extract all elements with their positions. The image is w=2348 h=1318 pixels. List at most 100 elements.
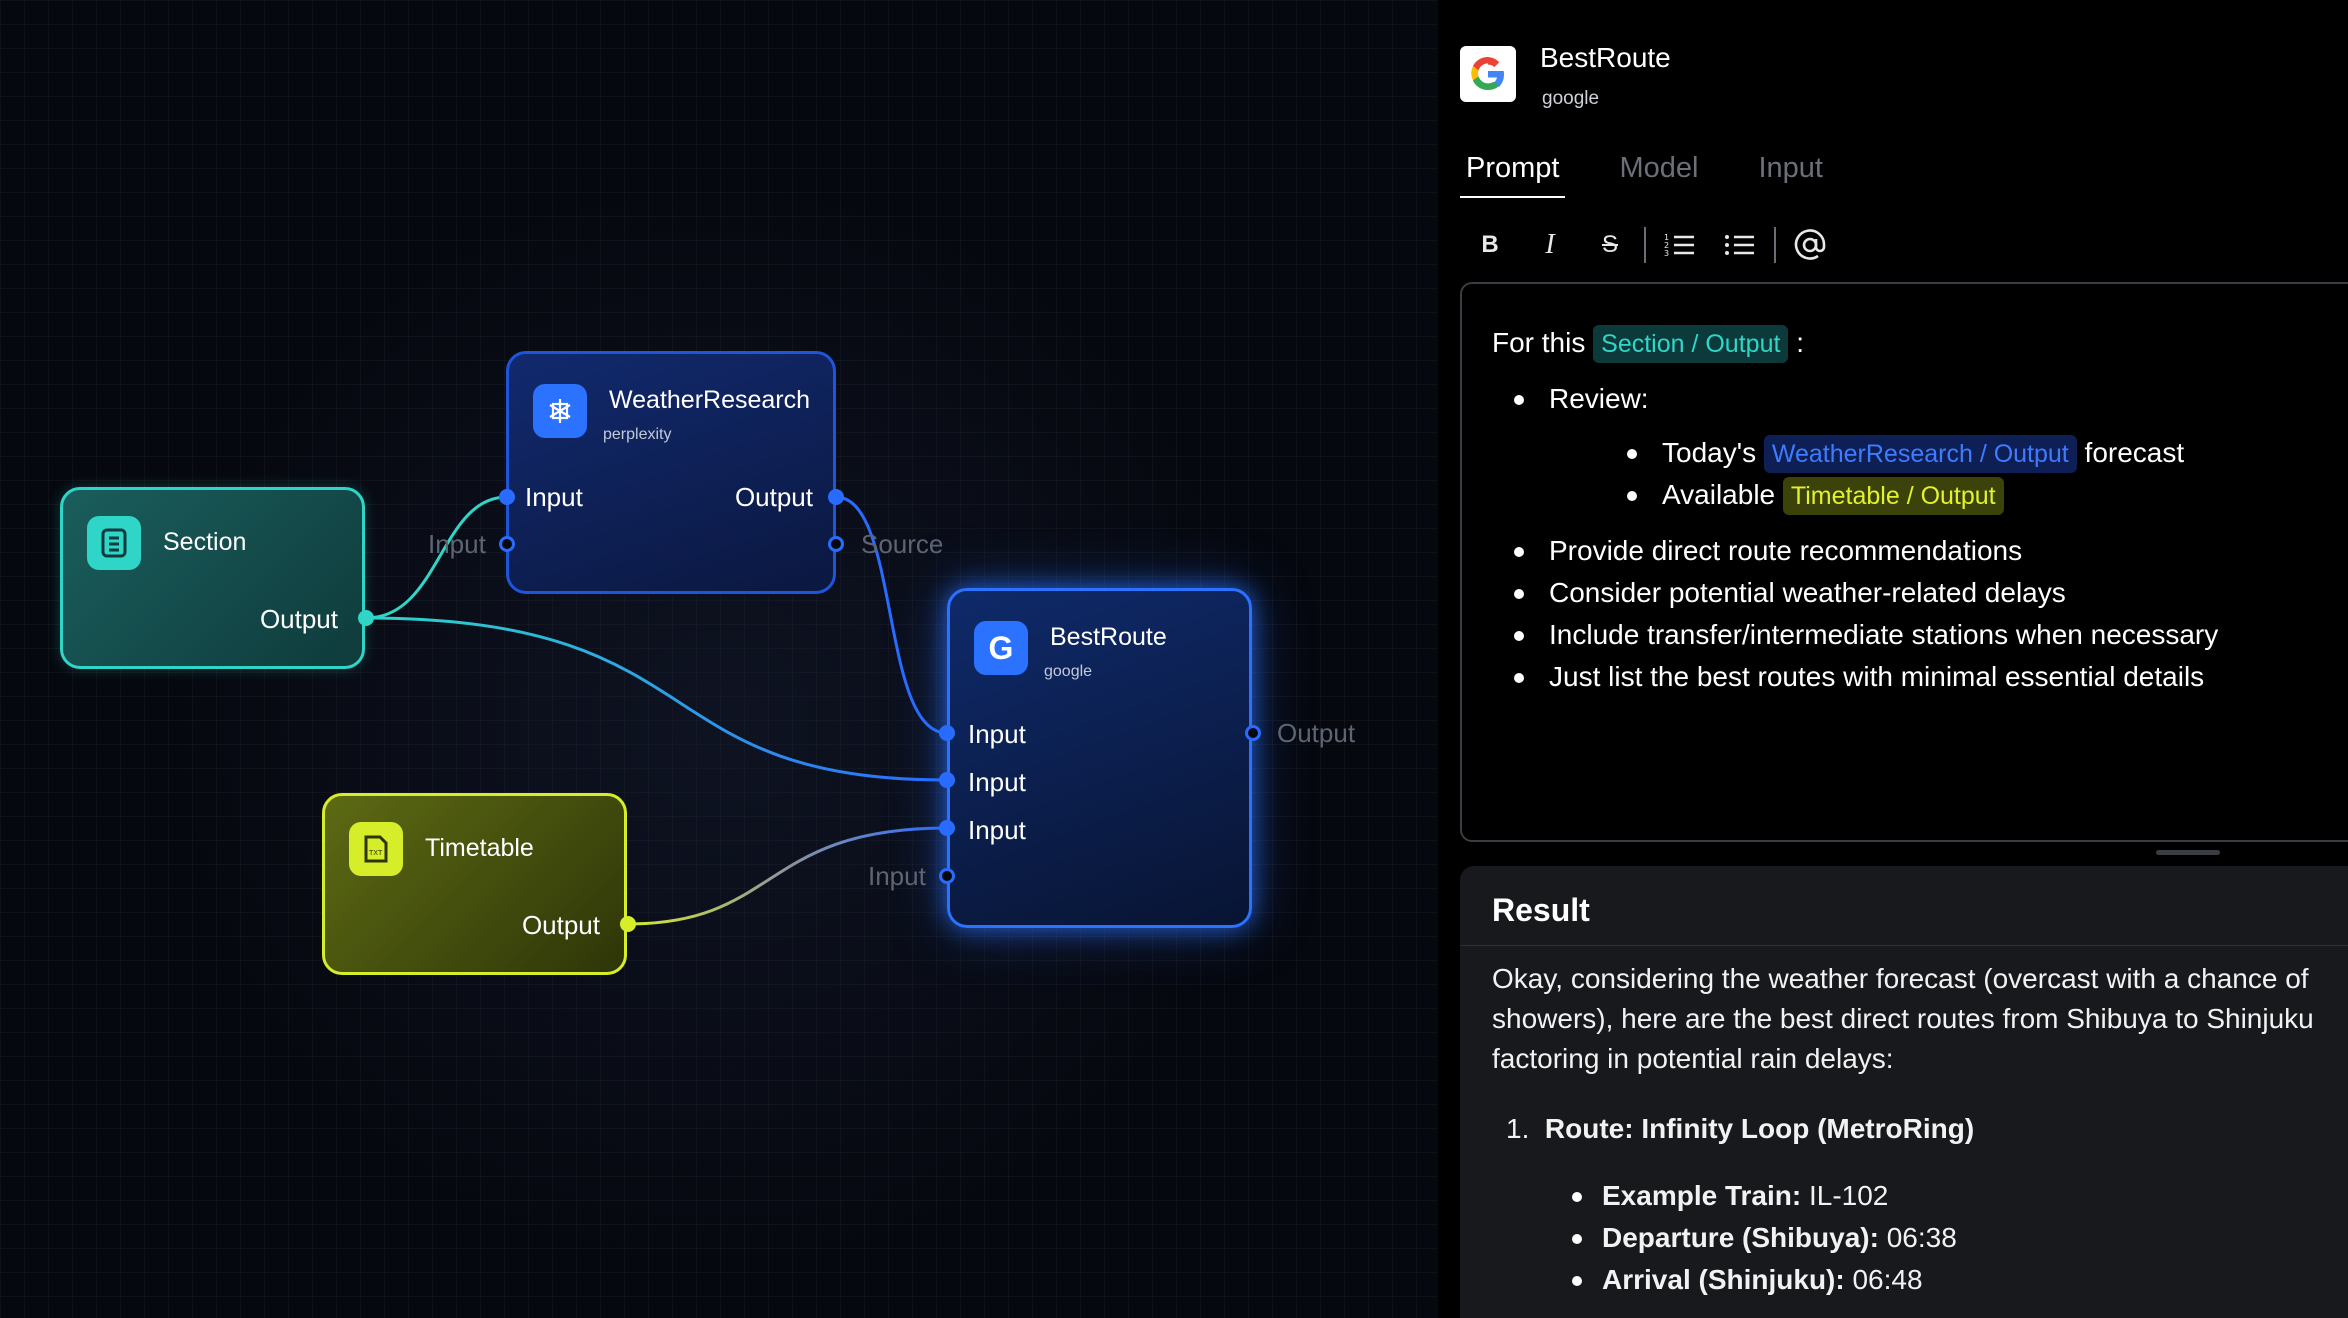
node-best-route[interactable]: G BestRoute google Input Input Input	[947, 588, 1252, 928]
port-label-output: Output	[734, 482, 813, 512]
list-item: Departure (Shibuya): 06:38	[1492, 1217, 2348, 1259]
port-label-input-dim: Input	[868, 861, 926, 891]
bullet-list-icon	[1725, 235, 1754, 255]
node-title: BestRoute	[1050, 623, 1167, 651]
result-heading: Result	[1460, 866, 2348, 946]
prompt-intro-text: For this	[1492, 327, 1586, 358]
port-label-input: Input	[968, 815, 1026, 845]
panel-title: BestRoute	[1540, 42, 1671, 73]
port-label-input-dim: Input	[428, 529, 486, 559]
svg-text:1: 1	[1664, 233, 1669, 242]
weather-source-port[interactable]	[828, 536, 844, 552]
prompt-intro-suffix: :	[1796, 327, 1804, 358]
list-item: Available Timetable / Output	[1549, 474, 2328, 516]
list-item: Provide direct route recommendations	[1492, 530, 2328, 572]
tab-input[interactable]: Input	[1758, 152, 1823, 184]
svg-text:3: 3	[1664, 249, 1669, 258]
variable-chip-section-output[interactable]: Section / Output	[1593, 325, 1789, 363]
detail-label: Arrival (Shinjuku):	[1602, 1264, 1845, 1295]
node-timetable[interactable]: TXT Timetable Output	[322, 793, 627, 975]
node-section[interactable]: Section Output	[60, 487, 365, 669]
wire-weather-to-best-1[interactable]	[835, 495, 948, 735]
result-body[interactable]: Okay, considering the weather forecast (…	[1492, 959, 2348, 1301]
workflow-canvas[interactable]: Section Output WeatherResearch perplexit…	[0, 0, 1438, 1318]
route-details-list: Example Train: IL-102 Departure (Shibuya…	[1492, 1175, 2348, 1301]
result-intro: Okay, considering the weather forecast (…	[1492, 963, 2314, 1074]
prompt-editor[interactable]: For this Section / Output : Review: Toda…	[1460, 282, 2348, 842]
toolbar-divider	[1774, 227, 1776, 263]
port-label-input: Input	[525, 482, 583, 512]
weather-extra-input-port[interactable]	[499, 536, 515, 552]
detail-label: Departure (Shibuya):	[1602, 1222, 1879, 1253]
port-label-output: Output	[521, 910, 600, 940]
tab-model[interactable]: Model	[1619, 152, 1699, 184]
best-input-port-3[interactable]	[939, 820, 955, 836]
section-drag-handle[interactable]	[2156, 850, 2220, 855]
best-output-port[interactable]	[1245, 725, 1261, 741]
node-weather-research[interactable]: WeatherResearch perplexity Input Output	[506, 351, 836, 594]
bullet-list-button[interactable]	[1710, 222, 1770, 268]
document-list-icon	[87, 516, 141, 570]
tab-prompt[interactable]: Prompt	[1460, 146, 1566, 198]
wire-section-to-weather[interactable]	[365, 495, 508, 620]
google-logo-icon	[1460, 46, 1516, 102]
port-label-input: Input	[968, 767, 1026, 797]
list-item: Review: Today's WeatherResearch / Output…	[1492, 378, 2328, 516]
list-item: Today's WeatherResearch / Output forecas…	[1549, 432, 2328, 474]
mention-button[interactable]	[1780, 222, 1840, 268]
review-item-prefix: Available	[1662, 479, 1776, 510]
detail-value: IL-102	[1801, 1180, 1889, 1211]
detail-value: 06:48	[1844, 1264, 1923, 1295]
review-label: Review:	[1549, 383, 1649, 414]
detail-label: Example Train:	[1602, 1180, 1802, 1211]
panel-tabs: Prompt Model Input	[1460, 146, 1877, 198]
variable-chip-timetable-output[interactable]: Timetable / Output	[1782, 477, 2004, 515]
svg-text:2: 2	[1664, 241, 1669, 250]
port-label-output: Output	[259, 604, 338, 634]
svg-text:TXT: TXT	[368, 849, 383, 857]
italic-button[interactable]: I	[1545, 229, 1555, 260]
wire-section-to-best-2[interactable]	[365, 616, 948, 782]
timetable-output-port[interactable]	[620, 916, 636, 932]
wire-timetable-to-best-3[interactable]	[627, 826, 948, 926]
panel-subtitle: google	[1542, 88, 1600, 109]
section-output-port[interactable]	[358, 610, 374, 626]
port-label-input: Input	[968, 719, 1026, 749]
best-extra-input-port[interactable]	[939, 868, 955, 884]
connection-wires	[365, 495, 948, 926]
at-sign-icon	[1794, 229, 1826, 260]
route-heading: 1. Route: Infinity Loop (MetroRing)	[1492, 1109, 2348, 1149]
prompt-bullet-list: Review: Today's WeatherResearch / Output…	[1492, 378, 2328, 698]
node-title: WeatherResearch	[609, 386, 811, 414]
list-item: Arrival (Shinjuku): 06:48	[1492, 1259, 2348, 1301]
node-subtitle: perplexity	[603, 426, 672, 443]
best-input-port-1[interactable]	[939, 725, 955, 741]
weather-output-port[interactable]	[828, 489, 844, 505]
node-subtitle: google	[1044, 663, 1093, 680]
strikethrough-button[interactable]: S	[1601, 231, 1618, 258]
ordered-list-icon: 123	[1664, 233, 1694, 258]
route-number: 1.	[1506, 1113, 1530, 1144]
list-item: Include transfer/intermediate stations w…	[1492, 614, 2328, 656]
variable-chip-weather-output[interactable]: WeatherResearch / Output	[1763, 435, 2077, 473]
node-title: Section	[163, 528, 247, 556]
best-input-port-2[interactable]	[939, 772, 955, 788]
review-item-suffix: forecast	[2084, 437, 2185, 468]
file-icon: TXT	[349, 822, 403, 876]
toolbar-divider	[1644, 227, 1646, 263]
route-title: Route: Infinity Loop (MetroRing)	[1544, 1113, 1975, 1144]
node-title: Timetable	[425, 834, 534, 862]
node-detail-panel: BestRoute google Prompt Model Input B I …	[1438, 0, 2348, 1318]
detail-value: 06:38	[1878, 1222, 1957, 1253]
review-item-prefix: Today's	[1662, 437, 1757, 468]
google-icon: G	[974, 621, 1028, 675]
bold-button[interactable]: B	[1481, 231, 1499, 258]
list-item: Just list the best routes with minimal e…	[1492, 656, 2328, 698]
result-section: Result Okay, considering the weather for…	[1460, 866, 2348, 1318]
perplexity-icon	[533, 384, 587, 438]
review-sub-list: Today's WeatherResearch / Output forecas…	[1549, 432, 2328, 516]
port-label-output-dim: Output	[1277, 718, 1356, 748]
weather-input-port[interactable]	[499, 489, 515, 505]
